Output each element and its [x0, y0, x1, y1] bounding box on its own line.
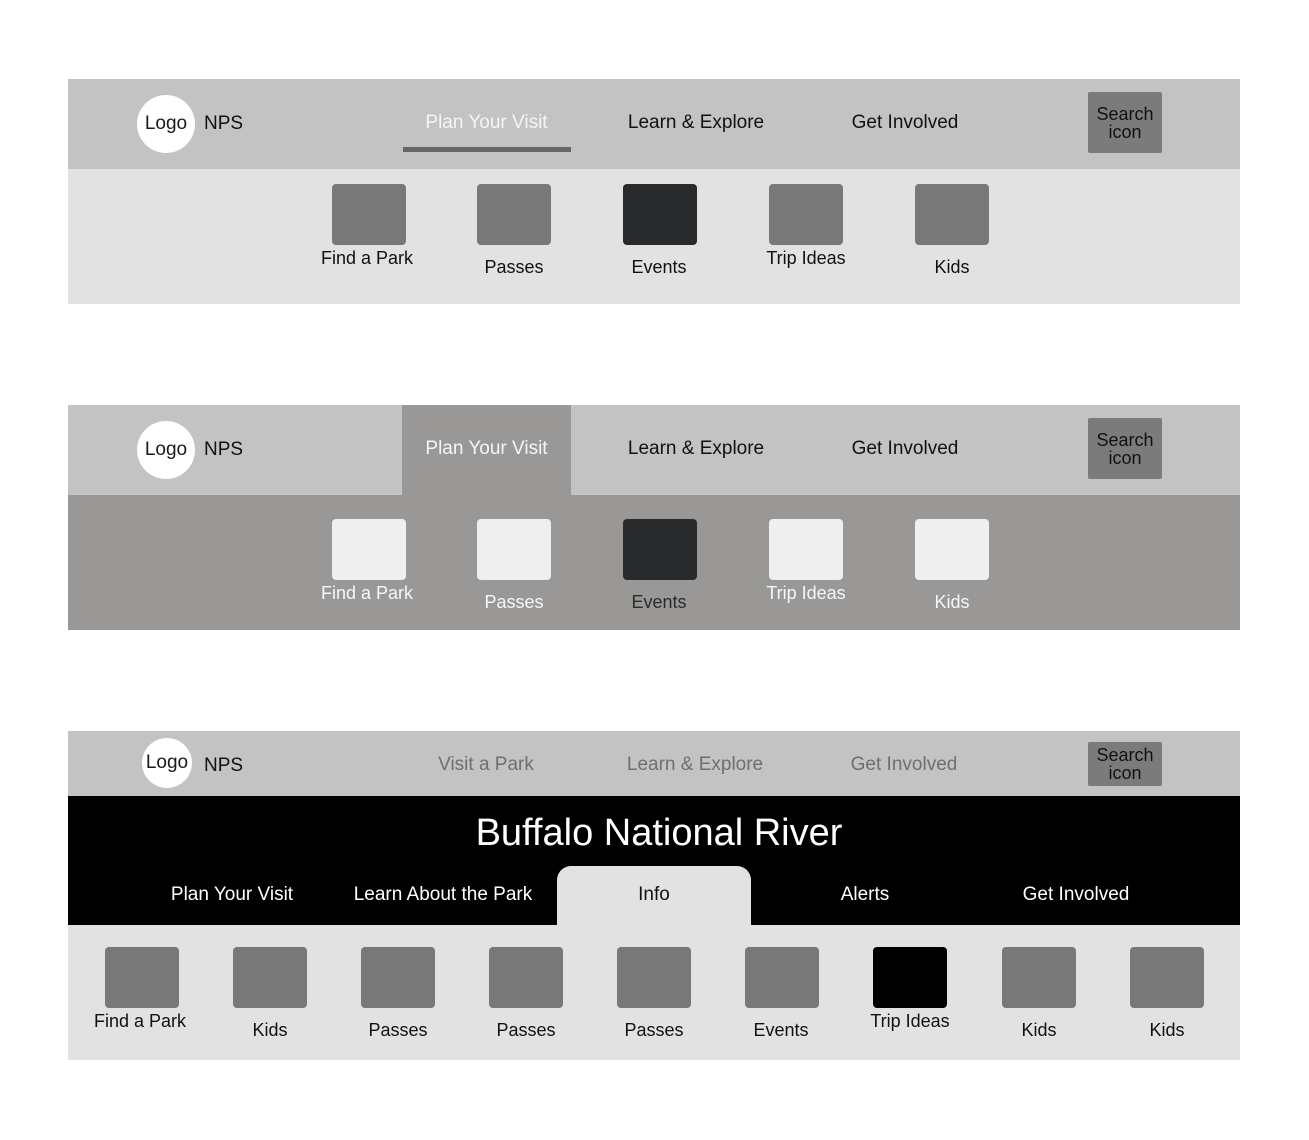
kids-tile[interactable] — [915, 519, 989, 580]
park-tab-plan-your-visit[interactable]: Plan Your Visit — [170, 884, 294, 905]
kids-label[interactable]: Kids — [934, 257, 970, 277]
passes-label[interactable]: Passes — [484, 592, 544, 612]
events-label[interactable]: Events — [631, 257, 687, 277]
trip-ideas-label[interactable]: Trip Ideas — [766, 583, 846, 603]
passes-label[interactable]: Passes — [496, 1020, 556, 1040]
kids-label[interactable]: Kids — [1021, 1020, 1057, 1040]
logo[interactable]: Logo — [137, 95, 195, 153]
search-icon[interactable]: Search icon — [1088, 92, 1162, 153]
passes-label[interactable]: Passes — [484, 257, 544, 277]
find-a-park-tile[interactable] — [105, 947, 179, 1008]
park-tab-alerts[interactable]: Alerts — [840, 884, 890, 905]
events-label[interactable]: Events — [631, 592, 687, 612]
passes-label[interactable]: Passes — [368, 1020, 428, 1040]
trip-ideas-tile[interactable] — [873, 947, 947, 1008]
active-park-tab-bg — [557, 866, 751, 925]
trip-ideas-tile[interactable] — [769, 519, 843, 580]
logo[interactable]: Logo — [137, 421, 195, 479]
active-nav-highlight — [402, 405, 571, 495]
trip-ideas-tile[interactable] — [769, 184, 843, 245]
passes-tile[interactable] — [617, 947, 691, 1008]
nav-bar-variant-1 — [68, 79, 1240, 169]
events-tile[interactable] — [623, 519, 697, 580]
park-title: Buffalo National River — [475, 812, 843, 854]
kids-tile[interactable] — [1002, 947, 1076, 1008]
park-tab-get-involved[interactable]: Get Involved — [1022, 884, 1130, 905]
passes-tile[interactable] — [477, 519, 551, 580]
nav-learn-explore[interactable]: Learn & Explore — [627, 438, 765, 459]
find-a-park-tile[interactable] — [332, 519, 406, 580]
kids-label[interactable]: Kids — [934, 592, 970, 612]
passes-label[interactable]: Passes — [624, 1020, 684, 1040]
brand-name[interactable]: NPS — [204, 113, 244, 134]
kids-tile[interactable] — [233, 947, 307, 1008]
kids-tile[interactable] — [915, 184, 989, 245]
kids-tile[interactable] — [1130, 947, 1204, 1008]
find-a-park-label[interactable]: Find a Park — [320, 248, 414, 268]
nav-bar-variant-3 — [68, 731, 1240, 796]
nav-learn-explore[interactable]: Learn & Explore — [627, 112, 765, 133]
find-a-park-tile[interactable] — [332, 184, 406, 245]
search-icon[interactable]: Search icon — [1088, 418, 1162, 479]
nav-get-involved[interactable]: Get Involved — [850, 754, 958, 775]
trip-ideas-label[interactable]: Trip Ideas — [870, 1011, 950, 1031]
search-icon[interactable]: Search icon — [1088, 742, 1162, 786]
nav-plan-your-visit[interactable]: Plan Your Visit — [425, 438, 548, 459]
nav-get-involved[interactable]: Get Involved — [851, 112, 959, 133]
kids-label[interactable]: Kids — [252, 1020, 288, 1040]
nav-plan-your-visit[interactable]: Plan Your Visit — [425, 112, 548, 133]
kids-label[interactable]: Kids — [1149, 1020, 1185, 1040]
events-tile[interactable] — [745, 947, 819, 1008]
logo[interactable]: Logo — [142, 738, 192, 788]
nav-learn-explore[interactable]: Learn & Explore — [626, 754, 764, 775]
events-tile[interactable] — [623, 184, 697, 245]
passes-tile[interactable] — [489, 947, 563, 1008]
events-label[interactable]: Events — [753, 1020, 809, 1040]
passes-tile[interactable] — [477, 184, 551, 245]
brand-name[interactable]: NPS — [204, 439, 244, 460]
active-nav-underline — [403, 147, 571, 152]
park-tab-info[interactable]: Info — [638, 884, 670, 905]
find-a-park-label[interactable]: Find a Park — [320, 583, 414, 603]
nav-get-involved[interactable]: Get Involved — [851, 438, 959, 459]
park-tab-learn-about-the-park[interactable]: Learn About the Park — [353, 884, 533, 905]
brand-name[interactable]: NPS — [204, 755, 244, 776]
nav-visit-a-park[interactable]: Visit a Park — [438, 754, 534, 775]
nav-bar-variant-2 — [68, 405, 1240, 495]
find-a-park-label[interactable]: Find a Park — [93, 1011, 187, 1031]
passes-tile[interactable] — [361, 947, 435, 1008]
trip-ideas-label[interactable]: Trip Ideas — [766, 248, 846, 268]
